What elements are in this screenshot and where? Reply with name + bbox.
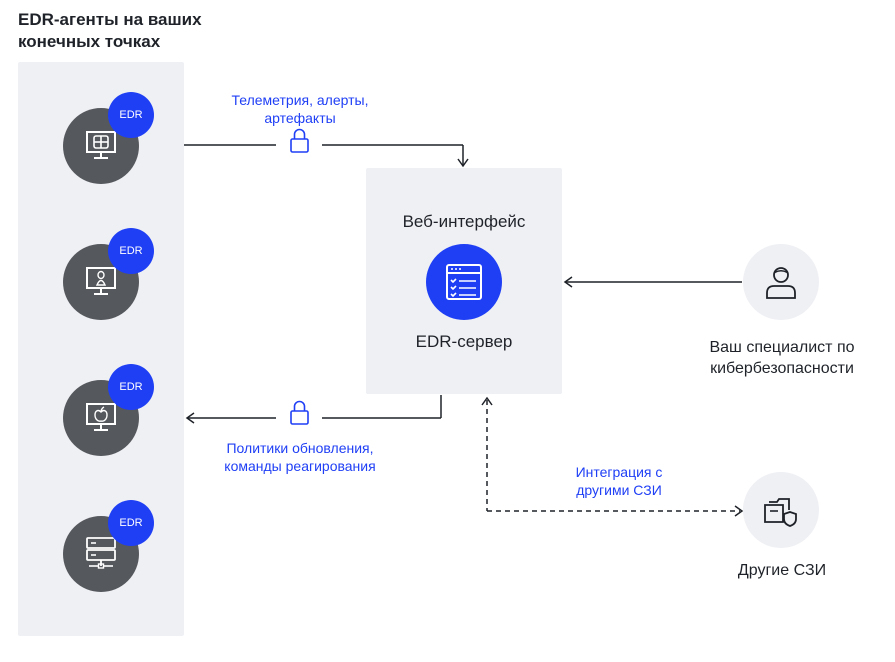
server-node	[426, 244, 502, 320]
lock-icon	[290, 400, 309, 425]
edr-badge: EDR	[108, 500, 154, 546]
user-icon	[766, 267, 796, 299]
specialist-label: Ваш специалист по кибербезопасности	[709, 339, 855, 377]
apple-monitor-icon	[86, 403, 116, 431]
arrow-head	[481, 396, 493, 406]
web-interface-icon	[446, 264, 482, 300]
arrow-head	[457, 158, 469, 168]
linux-monitor-icon	[86, 267, 116, 295]
arrow-head	[185, 412, 195, 424]
edr-badge: EDR	[108, 228, 154, 274]
arrow-head	[563, 276, 573, 288]
policies-label: Политики обновления, команды реагировани…	[224, 440, 376, 474]
page-title: EDR-агенты на ваших конечных точках	[18, 10, 202, 51]
edr-badge: EDR	[108, 92, 154, 138]
other-szi-label: Другие СЗИ	[737, 562, 827, 579]
telemetry-label: Телеметрия, алерты, артефакты	[231, 92, 369, 126]
windows-monitor-icon	[86, 131, 116, 159]
edr-server-label: EDR-сервер	[415, 332, 513, 351]
server-rack-icon	[86, 537, 116, 569]
arrow-head	[734, 505, 744, 517]
integration-label: Интеграция с другими СЗИ	[575, 464, 663, 498]
edr-badge: EDR	[108, 364, 154, 410]
other-szi-node	[743, 472, 819, 548]
lock-icon	[290, 128, 309, 153]
shield-document-icon	[764, 498, 797, 527]
specialist-node	[743, 244, 819, 320]
web-interface-label: Веб-интерфейс	[402, 212, 526, 231]
